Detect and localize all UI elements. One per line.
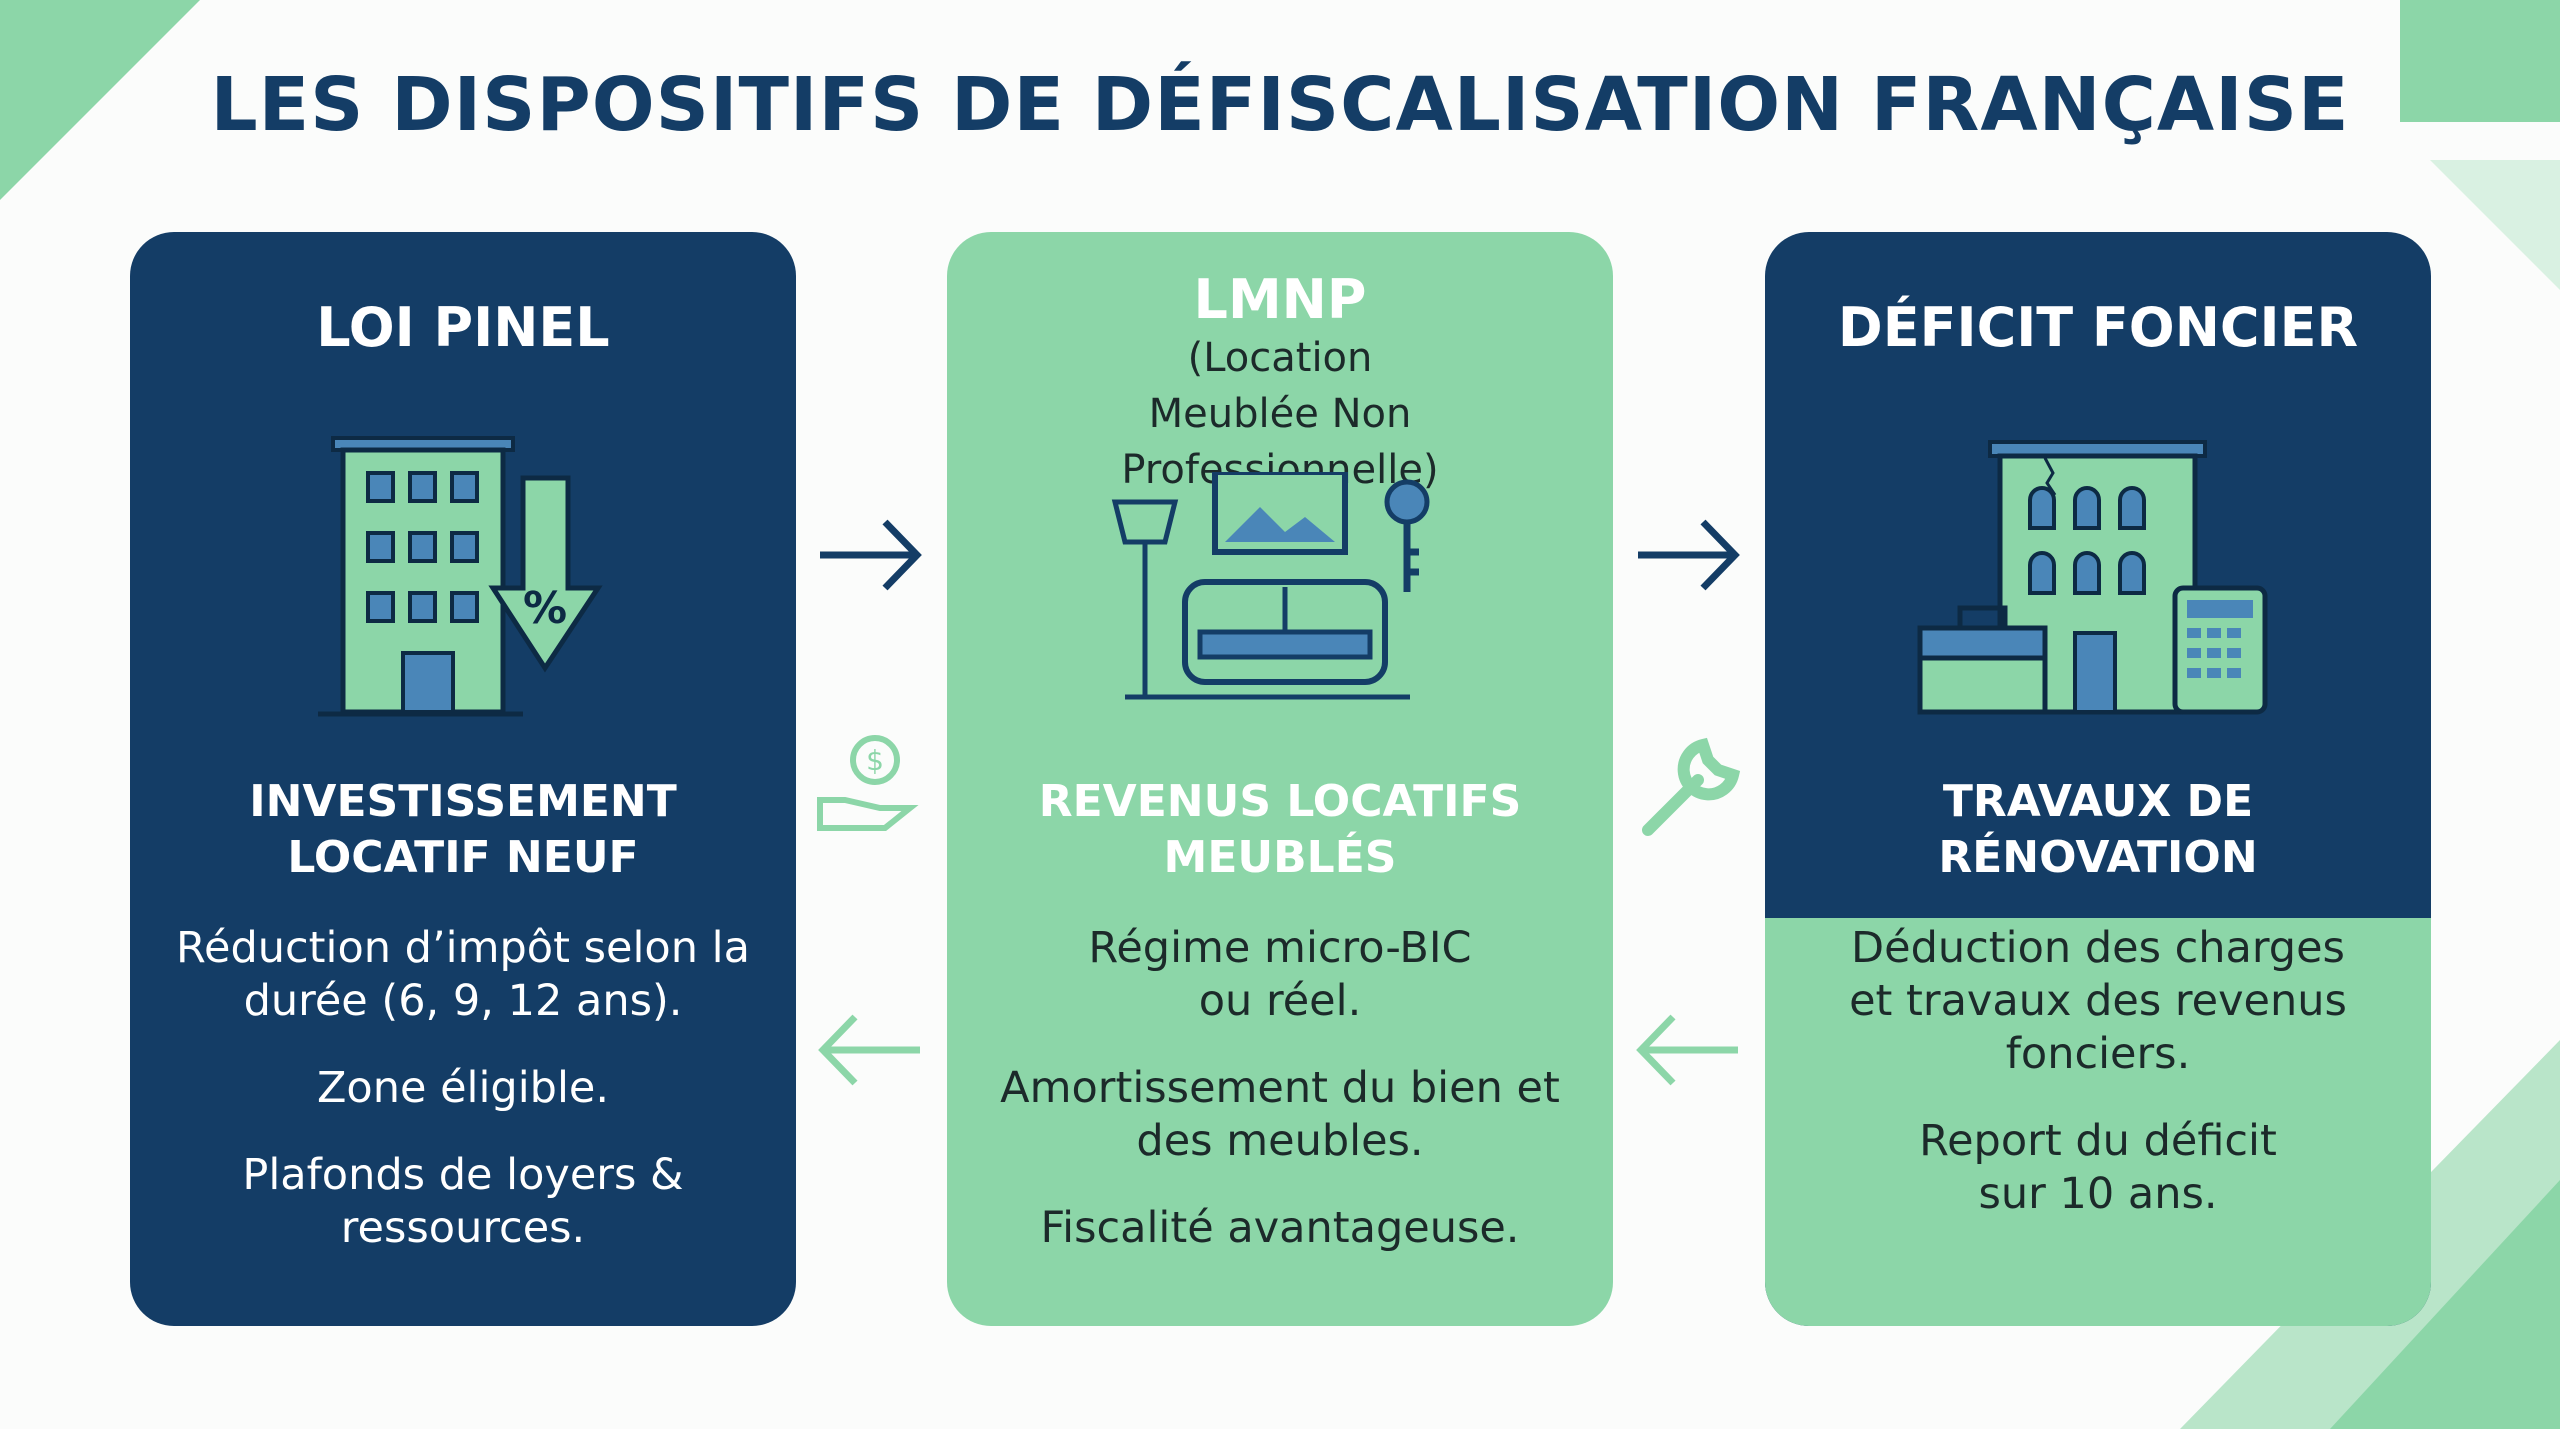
paragraph: Zone éligible.: [316, 1063, 610, 1113]
arrow-left-icon: [1636, 1014, 1738, 1086]
card-body: Régime micro-BIC ou réel. Amortissement …: [977, 922, 1583, 1289]
building-percent-down-icon: %: [318, 436, 603, 717]
paragraph: Amortissement du bien et des meubles.: [1000, 1063, 1560, 1166]
page-title: LES DISPOSITIFS DE DÉFISCALISATION FRANÇ…: [210, 62, 2350, 148]
card-heading: DÉFICIT FONCIER: [1837, 296, 2359, 359]
card-lower-panel: [1765, 918, 2431, 1326]
card-body: Déduction des charges et travaux des rev…: [1795, 922, 2401, 1255]
wrench-icon: [1642, 737, 1741, 836]
paragraph: Déduction des charges et travaux des rev…: [1849, 923, 2347, 1079]
svg-text:%: %: [523, 583, 567, 634]
arrow-right-icon: [1638, 519, 1740, 591]
paragraph: Fiscalité avantageuse.: [1040, 1203, 1520, 1253]
arrow-right-icon: [820, 519, 922, 591]
furnished-room-key-icon: [1111, 472, 1430, 700]
svg-text:$: $: [866, 744, 884, 777]
paragraph: Régime micro-BIC ou réel.: [1088, 923, 1472, 1026]
paragraph: Report du déficit sur 10 ans.: [1919, 1116, 2277, 1219]
paragraph: Plafonds de loyers & ressources.: [242, 1150, 684, 1253]
card-heading: LOI PINEL: [316, 296, 610, 359]
cracked-building-toolbox-calculator-icon: [1917, 440, 2268, 715]
arrow-left-icon: [818, 1014, 920, 1086]
card-heading: LMNP: [1193, 268, 1367, 331]
hand-money-icon: $: [817, 735, 919, 831]
card-body: Réduction d’impôt selon la durée (6, 9, …: [160, 922, 766, 1289]
paragraph: Réduction d’impôt selon la durée (6, 9, …: [176, 923, 750, 1026]
card-lmnp: LMNP (Location Meublée Non Professionnel…: [947, 232, 1613, 1326]
